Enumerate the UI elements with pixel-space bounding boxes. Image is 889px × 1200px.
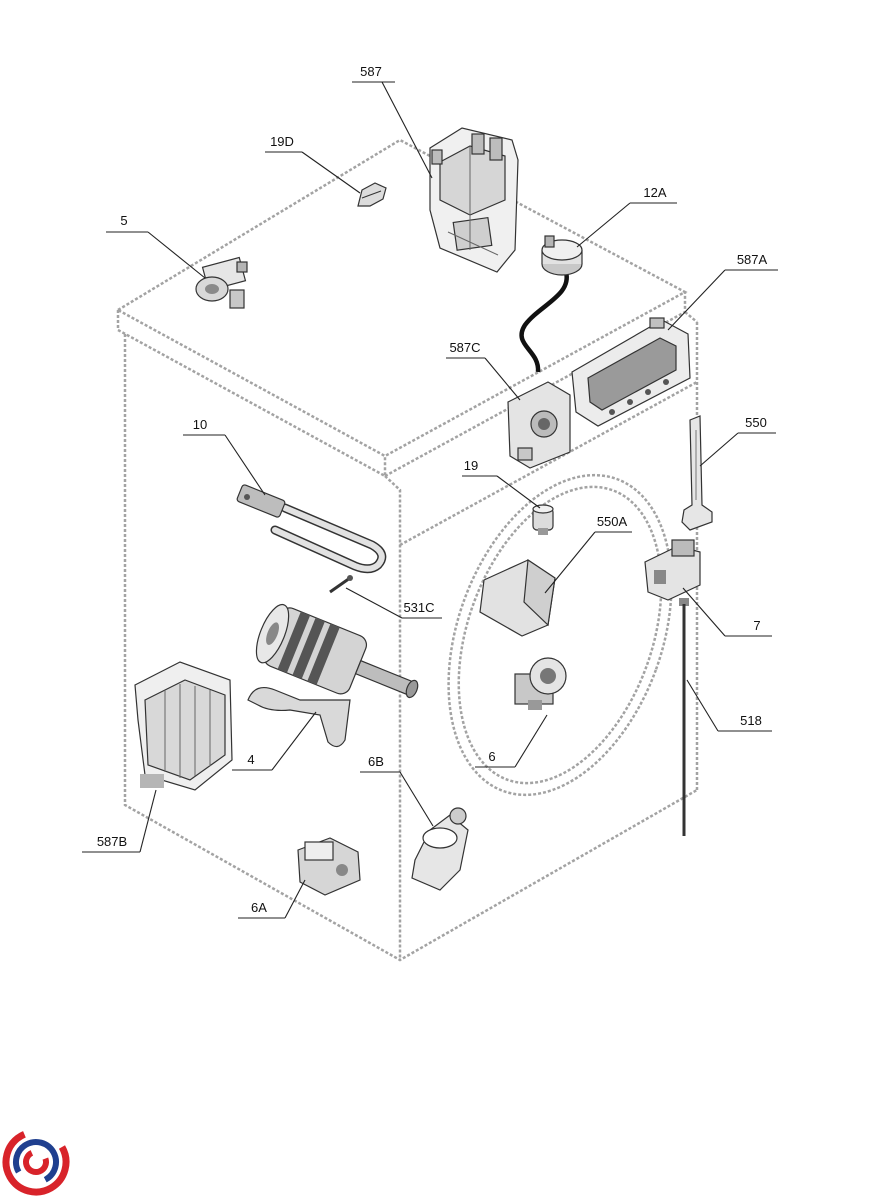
part-7-door-lock [644, 539, 701, 601]
callout-4: 4 [232, 711, 317, 771]
callout-label: 7 [753, 618, 760, 633]
part-550-bracket [681, 415, 713, 531]
machine-outline [115, 138, 699, 962]
door-outer-ring [447, 473, 673, 797]
part-6A-pump [297, 837, 361, 896]
panel-bottom-edge [399, 380, 698, 547]
leader-line [496, 475, 541, 509]
callout-6B: 6B [360, 754, 434, 827]
leader-line [301, 151, 361, 194]
callout-5: 5 [106, 213, 206, 279]
leader-line [381, 81, 433, 179]
callout-label: 550 [745, 415, 767, 430]
logo-outer-arc [2, 1128, 70, 1196]
part-5-inlet-valve [195, 256, 248, 309]
callout-label: 6 [488, 749, 495, 764]
leader-line [484, 357, 521, 401]
leader-line [399, 771, 434, 827]
callout-6: 6 [475, 714, 548, 768]
side-and-base-edge [123, 334, 698, 962]
door-inner-ring [457, 485, 663, 785]
callout-19: 19 [462, 458, 541, 509]
callout-19D: 19D [265, 134, 361, 194]
part-518-rod [679, 598, 689, 836]
part-587-control-board [429, 127, 519, 273]
leader-line [544, 531, 596, 594]
part-587B-module [134, 661, 233, 791]
leader-line [147, 231, 206, 279]
leader-line [345, 587, 403, 619]
part-19-sensor [532, 504, 554, 535]
part-19D-clip [357, 182, 387, 207]
callout-label: 5 [120, 213, 127, 228]
callout-587A: 587A [667, 252, 778, 331]
lid-front-left-edge [116, 310, 387, 479]
logo-inner-arc [23, 1149, 49, 1175]
front-left-edge [384, 475, 402, 960]
callout-label: 518 [740, 713, 762, 728]
leader-line [271, 711, 317, 771]
leader-line [284, 879, 306, 919]
callout-10: 10 [183, 417, 266, 496]
part-12A-pressure-switch [519, 235, 583, 373]
callout-7: 7 [682, 587, 772, 637]
callout-label: 6A [251, 900, 267, 915]
part-4-motor [247, 603, 419, 748]
part-531C-pin [329, 575, 353, 594]
leader-line [514, 714, 548, 768]
leader-line [699, 432, 739, 467]
callout-label: 12A [643, 185, 666, 200]
part-587C-selector-board [507, 381, 571, 469]
callout-label: 550A [597, 514, 628, 529]
part-10-heating-element [236, 484, 387, 574]
logo-middle-arc [13, 1139, 59, 1185]
leader-line [224, 434, 266, 496]
callout-label: 587A [737, 252, 768, 267]
callout-12A: 12A [576, 185, 677, 248]
callout-531C: 531C [345, 587, 442, 619]
callout-587: 587 [352, 64, 433, 179]
leader-line [686, 679, 719, 732]
leader-line [682, 587, 726, 637]
part-6B-pump-housing [411, 807, 469, 891]
callout-label: 531C [403, 600, 434, 615]
part-6-drain-pump [514, 657, 567, 710]
callout-label: 19 [464, 458, 478, 473]
callout-label: 587 [360, 64, 382, 79]
part-587A-display-board [571, 317, 691, 427]
leader-line [667, 269, 726, 331]
part-550A-cover [479, 558, 556, 637]
callout-label: 587C [449, 340, 480, 355]
callout-587C: 587C [446, 340, 521, 401]
brand-logo [2, 1128, 70, 1196]
callout-label: 6B [368, 754, 384, 769]
front-right-corner [684, 311, 698, 323]
leader-line [139, 789, 157, 853]
callout-518: 518 [686, 679, 772, 732]
callout-587B: 587B [82, 789, 157, 853]
callout-550A: 550A [544, 514, 632, 594]
leader-line [576, 202, 631, 248]
callout-label: 19D [270, 134, 294, 149]
callout-label: 10 [193, 417, 207, 432]
callout-label: 4 [247, 752, 254, 767]
callout-6A: 6A [238, 879, 306, 919]
callout-550: 550 [699, 415, 776, 467]
callout-label: 587B [97, 834, 127, 849]
